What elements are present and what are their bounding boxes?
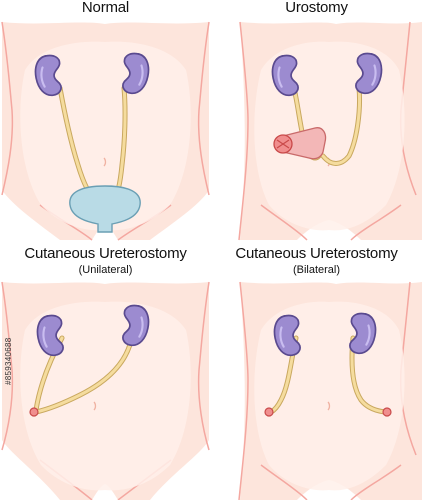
panel-title-bilateral: Cutaneous Ureterostomy (235, 245, 398, 262)
navel (103, 157, 107, 167)
groin-right-outline (350, 464, 402, 500)
torso-left-outline (1, 281, 14, 451)
stoma-left (264, 407, 274, 417)
belly-shape (20, 41, 191, 231)
stock-id-label: #859340688 (4, 337, 13, 386)
panel-title-unilateral: Cutaneous Ureterostomy (24, 245, 187, 262)
panel-urostomy (238, 21, 422, 241)
navel (327, 401, 331, 411)
panel-subtitle-bilateral: (Bilateral) (292, 264, 341, 276)
panel-normal (1, 21, 210, 241)
torso-right-outline (197, 281, 210, 451)
panel-bilateral (238, 281, 422, 500)
stoma-right (382, 407, 392, 417)
panel-title-normal: Normal (81, 0, 130, 16)
torso-left-outline (238, 21, 249, 241)
torso-right-outline (197, 21, 210, 196)
panel-title-urostomy: Urostomy (285, 0, 348, 16)
ileal-conduit (282, 127, 327, 160)
bladder (69, 185, 141, 233)
groin-left-outline (260, 204, 308, 241)
groin-right-outline (350, 204, 402, 241)
torso-left-outline (238, 281, 249, 500)
panel-unilateral (1, 281, 210, 500)
panel-subtitle-unilateral: (Unilateral) (78, 264, 133, 276)
navel (93, 401, 97, 411)
stoma-left (29, 407, 39, 417)
torso-left-outline (1, 21, 14, 196)
groin-left-outline (260, 464, 308, 500)
